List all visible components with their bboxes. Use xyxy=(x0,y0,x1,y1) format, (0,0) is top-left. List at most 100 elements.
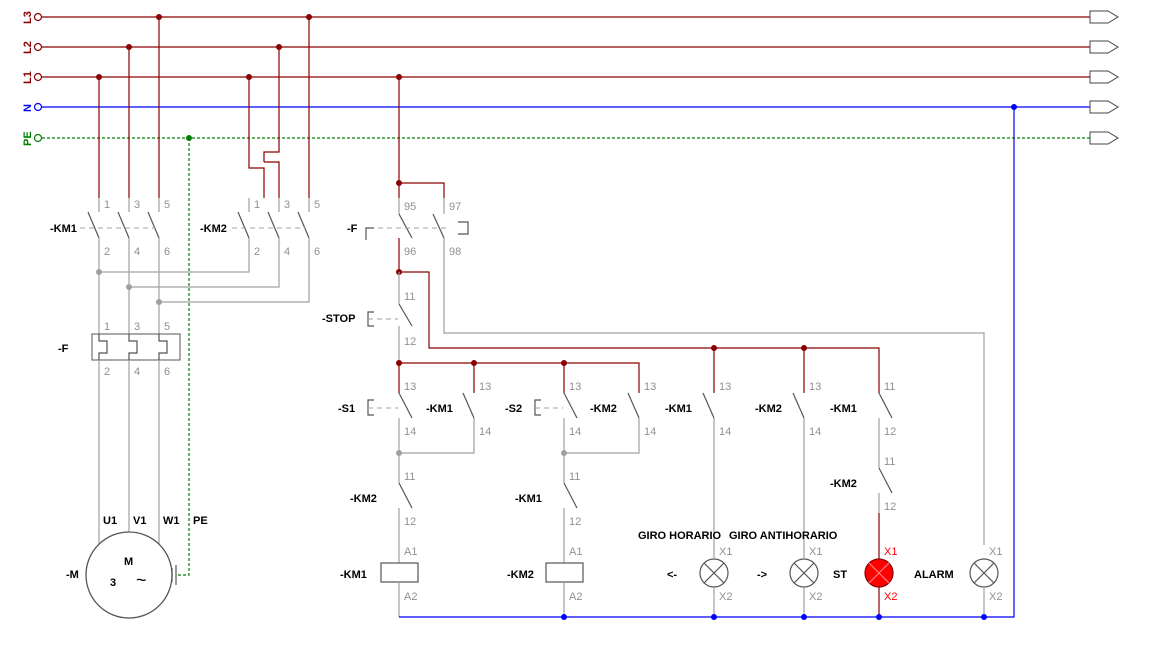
term-2: 2 xyxy=(254,246,260,258)
motor-terminal-w1: W1 xyxy=(163,515,180,527)
bus-l2-connector xyxy=(1089,40,1119,54)
bus-l1-label: L1 xyxy=(22,71,34,84)
term-x1: X1 xyxy=(719,546,732,558)
bus-l2-label: L2 xyxy=(22,41,34,54)
overload-relay-power: -F 1 3 5 2 4 6 xyxy=(58,321,181,378)
term-5: 5 xyxy=(164,321,170,333)
f-power-label: -F xyxy=(58,343,69,355)
term-x2: X2 xyxy=(884,591,897,603)
stop-label: -STOP xyxy=(322,313,355,325)
f-control-label: -F xyxy=(347,223,358,235)
km1-power-label: -KM1 xyxy=(50,223,77,235)
lamp-alarm: X1 X2 ALARM xyxy=(914,546,1002,617)
term-x1: X1 xyxy=(989,546,1002,558)
bus-l1: L1 xyxy=(22,70,1119,84)
term-13: 13 xyxy=(644,381,656,393)
term-x2: X2 xyxy=(719,591,732,603)
lamp-ccw: X1 X2 -> xyxy=(757,545,822,617)
km1-lamp-label: -KM1 xyxy=(665,403,692,415)
bus-n-label: N xyxy=(22,104,34,112)
bus-n: N xyxy=(22,100,1119,114)
bus-l3-connector xyxy=(1089,10,1119,24)
motor-phases: 3 xyxy=(110,577,116,589)
term-5: 5 xyxy=(164,199,170,211)
ccw-arrow-icon: -> xyxy=(757,569,767,581)
term-14: 14 xyxy=(719,426,731,438)
term-96: 96 xyxy=(404,246,416,258)
bus-l2: L2 xyxy=(22,40,1119,54)
motor-wave-icon: ~ xyxy=(136,570,147,590)
lamp-st: X1 X2 ST xyxy=(833,545,897,617)
s2-start-ccw: -S2 13 14 xyxy=(505,381,581,438)
term-11: 11 xyxy=(884,381,895,393)
term-12: 12 xyxy=(884,501,896,513)
motor-label: -M xyxy=(66,569,79,581)
term-2: 2 xyxy=(104,366,110,378)
control-circuit: -F 95 97 96 98 -STOP 11 12 xyxy=(322,74,1017,620)
term-a1: A1 xyxy=(404,546,417,558)
term-11: 11 xyxy=(404,291,415,303)
km1-hold-label: -KM1 xyxy=(426,403,453,415)
bus-l3-label: L3 xyxy=(22,11,34,24)
bus-pe-connector xyxy=(1089,131,1119,145)
km2-interlock: -KM2 11 12 xyxy=(350,453,416,563)
term-1: 1 xyxy=(104,199,110,211)
term-2: 2 xyxy=(104,246,110,258)
bus-n-connector xyxy=(1089,100,1119,114)
km1-lamp-contact: -KM1 13 14 xyxy=(665,381,731,545)
term-14: 14 xyxy=(569,426,581,438)
term-3: 3 xyxy=(134,199,140,211)
term-4: 4 xyxy=(284,246,290,258)
km2-power-label: -KM2 xyxy=(200,223,227,235)
motor-name: M xyxy=(124,556,133,568)
motor-terminal-u1: U1 xyxy=(103,515,117,527)
term-3: 3 xyxy=(134,321,140,333)
s2-label: -S2 xyxy=(505,403,522,415)
km1-coil-label: -KM1 xyxy=(340,569,367,581)
term-a1: A1 xyxy=(569,546,582,558)
term-x1: X1 xyxy=(809,546,822,558)
km2-main-contacts: -KM2 1 3 5 2 4 6 xyxy=(96,198,320,305)
term-12: 12 xyxy=(404,336,416,348)
overload-aux-contacts: -F 95 97 96 98 xyxy=(347,198,985,545)
term-98: 98 xyxy=(449,246,461,258)
term-13: 13 xyxy=(404,381,416,393)
term-11: 11 xyxy=(404,471,415,483)
stop-button: -STOP 11 12 xyxy=(322,272,416,363)
term-3: 3 xyxy=(284,199,290,211)
term-6: 6 xyxy=(314,246,320,258)
km2-st-label: -KM2 xyxy=(830,478,857,490)
km2-hold-label: -KM2 xyxy=(590,403,617,415)
km1-interlock-label: -KM1 xyxy=(515,493,542,505)
term-6: 6 xyxy=(164,246,170,258)
km1-coil: -KM1 A1 A2 xyxy=(340,546,419,617)
term-13: 13 xyxy=(809,381,821,393)
term-14: 14 xyxy=(644,426,656,438)
s1-label: -S1 xyxy=(338,403,355,415)
term-14: 14 xyxy=(404,426,416,438)
term-95: 95 xyxy=(404,201,416,213)
giro-horario-caption: GIRO HORARIO xyxy=(638,530,722,542)
km1-holding-contact: -KM1 13 14 xyxy=(426,381,491,438)
km2-coil-label: -KM2 xyxy=(507,569,534,581)
term-x2: X2 xyxy=(809,591,822,603)
km2-lamp-label: -KM2 xyxy=(755,403,782,415)
km2-interlock-label: -KM2 xyxy=(350,493,377,505)
km1-interlock: -KM1 11 12 xyxy=(515,453,581,563)
giro-antihorario-caption: GIRO ANTIHORARIO xyxy=(729,530,838,542)
km1-main-contacts: -KM1 1 3 5 2 4 6 xyxy=(50,198,170,302)
term-1: 1 xyxy=(254,199,260,211)
term-1: 1 xyxy=(104,321,110,333)
term-12: 12 xyxy=(404,516,416,528)
term-x2: X2 xyxy=(989,591,1002,603)
st-nc-contacts: -KM1 11 12 -KM2 11 12 xyxy=(830,378,896,545)
term-12: 12 xyxy=(884,426,896,438)
cw-arrow-icon: <- xyxy=(667,569,677,581)
term-13: 13 xyxy=(479,381,491,393)
km2-lamp-contact: -KM2 13 14 xyxy=(755,381,821,545)
term-13: 13 xyxy=(719,381,731,393)
term-a2: A2 xyxy=(569,591,582,603)
bus-pe: PE xyxy=(22,131,1119,146)
motor-terminal-v1: V1 xyxy=(133,515,146,527)
